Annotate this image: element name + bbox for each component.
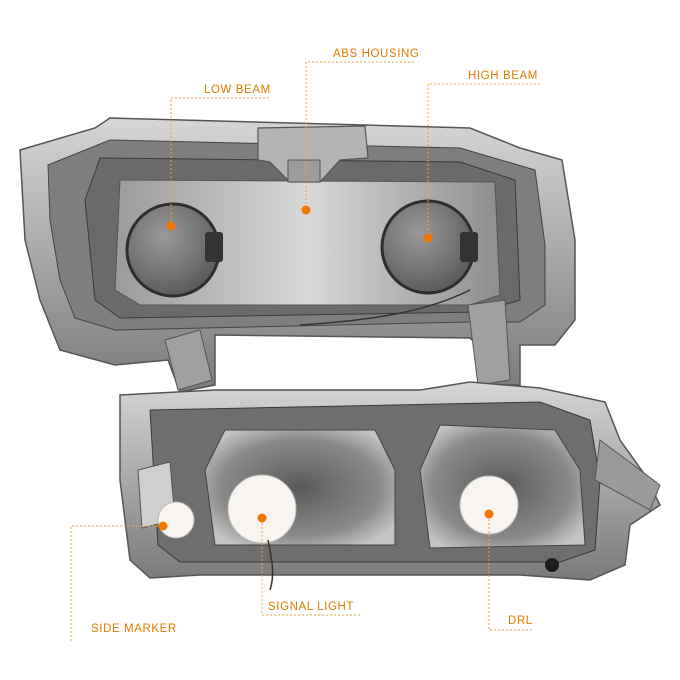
high-beam-leader — [427, 83, 540, 238]
low-beam-label: LOW BEAM — [204, 84, 271, 96]
side-marker-dot — [158, 521, 168, 531]
signal-light-label: SIGNAL LIGHT — [268, 601, 355, 613]
side-marker-bulb — [157, 501, 195, 539]
headlight-housing — [19, 117, 576, 393]
signal-light-leader — [261, 518, 360, 616]
signal-light-dot — [257, 513, 267, 523]
drl-leader — [488, 514, 532, 631]
low-beam-dot — [166, 221, 176, 231]
low-beam-cap — [125, 202, 223, 298]
side-marker-label: SIDE MARKER — [91, 623, 177, 635]
low-beam-leader — [170, 97, 269, 226]
drl-bulb — [459, 475, 519, 535]
abs-housing-leader — [305, 61, 414, 210]
callout-dots — [158, 205, 494, 531]
callout-leaders — [70, 61, 540, 641]
side-marker-leader — [70, 525, 163, 641]
high-beam-label: HIGH BEAM — [468, 70, 538, 82]
drl-dot — [484, 509, 494, 519]
drl-label: DRL — [508, 615, 533, 627]
abs-housing-label: ABS HOUSING — [333, 48, 420, 60]
high-beam-dot — [423, 233, 433, 243]
signal-housing — [119, 381, 661, 591]
high-beam-cap — [380, 199, 478, 295]
abs-housing-dot — [301, 205, 311, 215]
